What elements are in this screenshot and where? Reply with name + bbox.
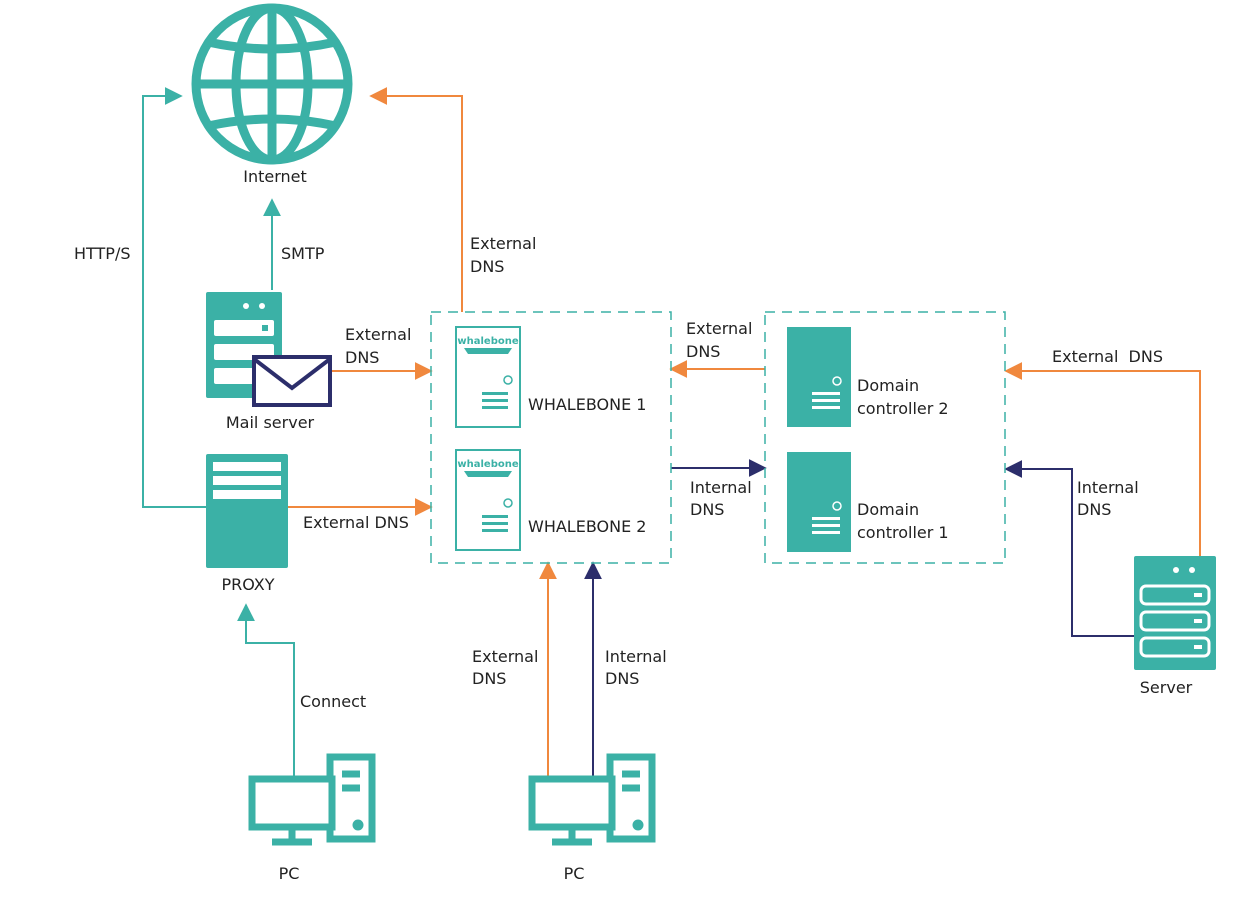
edge-label-smtp: SMTP <box>281 244 325 263</box>
edge-label-pc-wb-internal-2: DNS <box>605 669 639 688</box>
whalebone-1-label: WHALEBONE 1 <box>528 395 646 414</box>
edge-http-s <box>142 87 206 508</box>
internet-label: Internet <box>243 167 307 186</box>
edge-label-dc-wb-2: DNS <box>686 342 720 361</box>
edge-label-server-dc-external: External DNS <box>1052 347 1163 366</box>
edge-label-pc-proxy: Connect <box>300 692 366 711</box>
mail-server-icon <box>206 292 332 407</box>
whalebone-1-icon: whalebone <box>455 326 521 428</box>
edge-wb-internet <box>369 87 463 312</box>
edge-label-wb-dc-1: Internal <box>690 478 752 497</box>
pc-left-label: PC <box>279 864 300 883</box>
dc2-label-line1: Domain <box>857 376 919 395</box>
whalebone-2-label: WHALEBONE 2 <box>528 517 646 536</box>
mail-server-label: Mail server <box>226 413 315 432</box>
pc-center-label: PC <box>564 864 585 883</box>
domain-controller-cluster-box <box>764 311 1006 564</box>
edge-label-http-s: HTTP/S <box>74 244 131 263</box>
edge-label-pc-wb-external-2: DNS <box>472 669 506 688</box>
proxy-server-icon <box>206 454 288 568</box>
edge-label-server-dc-internal-2: DNS <box>1077 500 1111 519</box>
dc1-label-line2: controller 1 <box>857 523 949 542</box>
proxy-label: PROXY <box>221 575 274 594</box>
pc-center-icon <box>528 753 656 846</box>
edge-label-mail-wb-1: External <box>345 325 411 344</box>
edge-label-proxy-wb: External DNS <box>303 513 409 532</box>
edge-label-server-dc-internal-1: Internal <box>1077 478 1139 497</box>
edge-server-dc-internal <box>1004 460 1134 637</box>
whalebone-2-logo: whalebone <box>457 459 518 470</box>
pc-left-icon <box>248 753 376 846</box>
dc2-label-line2: controller 2 <box>857 399 949 418</box>
edge-label-dc-wb-1: External <box>686 319 752 338</box>
whalebone-2-icon: whalebone <box>455 449 521 551</box>
envelope-icon <box>252 355 332 407</box>
domain-controller-1-icon <box>787 452 851 552</box>
globe-icon <box>191 3 353 165</box>
edge-label-pc-wb-external-1: External <box>472 647 538 666</box>
edge-label-wb-dc-2: DNS <box>690 500 724 519</box>
edge-pc-proxy <box>237 603 295 776</box>
dc1-label-line1: Domain <box>857 500 919 519</box>
edge-label-mail-wb-2: DNS <box>345 348 379 367</box>
connectors <box>142 87 1201 776</box>
edge-label-wb-internet-1: External <box>470 234 536 253</box>
domain-controller-2-icon <box>787 327 851 427</box>
server-rack-icon <box>1134 556 1216 670</box>
whalebone-cluster-box <box>430 311 672 564</box>
edge-label-pc-wb-internal-1: Internal <box>605 647 667 666</box>
edge-server-dc-external <box>1004 362 1201 556</box>
edge-label-wb-internet-2: DNS <box>470 257 504 276</box>
server-label: Server <box>1140 678 1193 697</box>
whalebone-1-logo: whalebone <box>457 336 518 347</box>
